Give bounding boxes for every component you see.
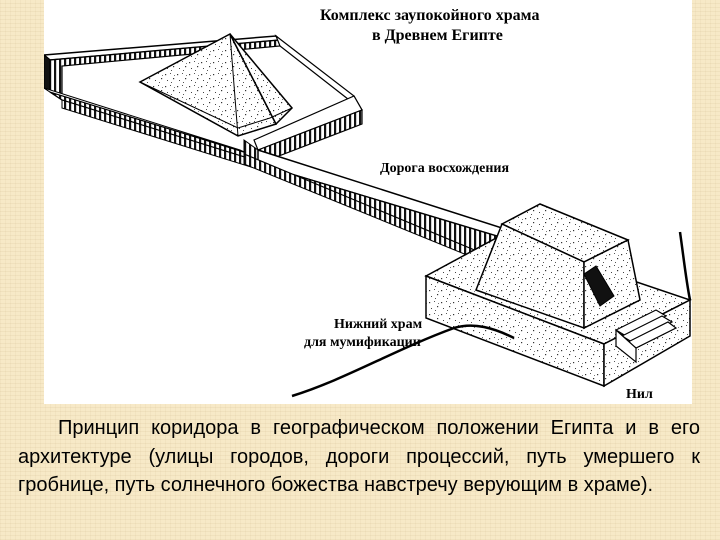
caption-text: Принцип коридора в географическом положе… [18,417,700,496]
enclosure-wall [44,34,363,169]
figure-title-line2: в Древнем Египте [372,27,503,44]
label-nile: Нил [626,387,653,402]
label-lower-temple-line2: для мумификации [304,335,421,350]
figure-title-line1: Комплекс заупокойного храма [320,7,539,24]
pyramid [138,32,294,137]
nile-river [291,231,692,398]
temple-complex-illustration: Комплекс заупокойного храма в Древнем Ег… [44,0,692,404]
lower-temple [424,203,692,388]
label-causeway: Дорога восхождения [380,161,509,176]
label-lower-temple-line1: Нижний храм [334,317,423,332]
